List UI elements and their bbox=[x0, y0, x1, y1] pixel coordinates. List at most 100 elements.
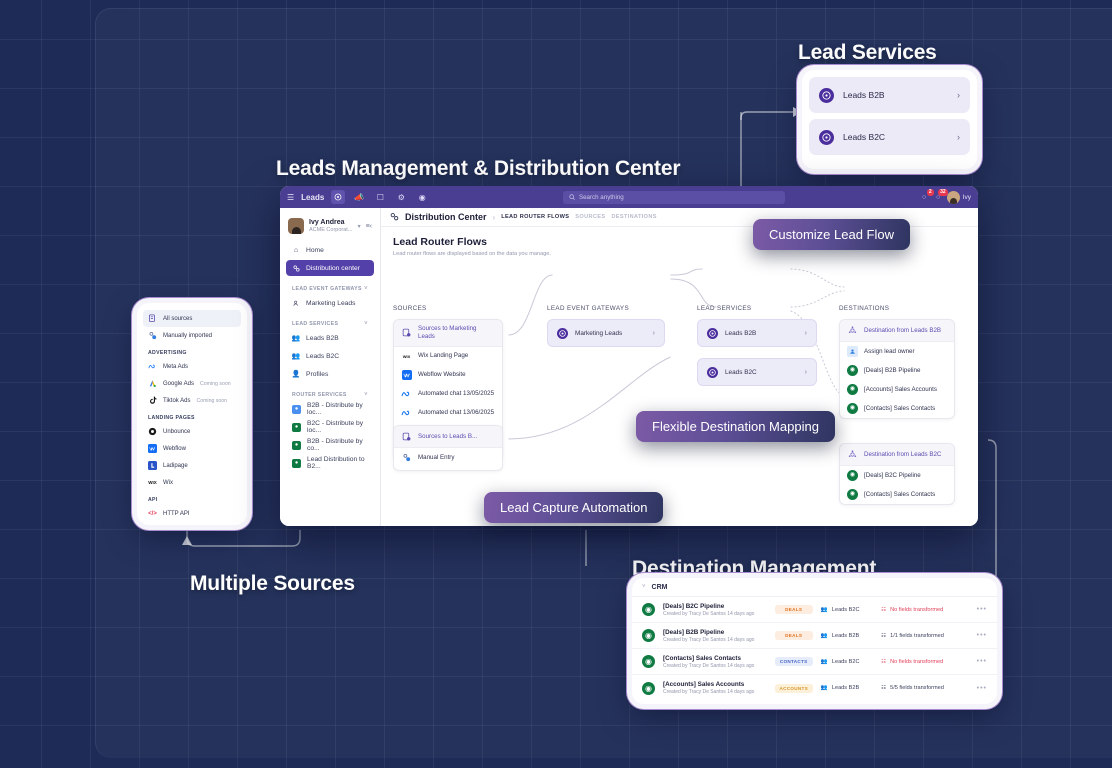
help-icon[interactable]: ◉ bbox=[418, 192, 426, 202]
source-item-ladipage[interactable]: Ladipage bbox=[143, 457, 241, 474]
sidebar-group-title: LEAD SERVICES bbox=[292, 321, 339, 327]
source-card-row[interactable]: Automated chat 13/05/2025 bbox=[394, 385, 502, 404]
lead-service-item-b2c[interactable]: Leads B2C › bbox=[809, 119, 970, 155]
sidebar-item-distribution-center[interactable]: Distribution center bbox=[286, 260, 374, 276]
breadcrumb-root[interactable]: Distribution Center bbox=[405, 212, 487, 222]
sidebar-item-marketing-leads[interactable]: Marketing Leads bbox=[286, 295, 374, 311]
destination-card-row[interactable]: ◉ [Contacts] Sales Contacts bbox=[840, 399, 954, 418]
sidebar-item-label: Distribution center bbox=[306, 264, 360, 272]
source-item-http-api[interactable]: </> HTTP API bbox=[143, 505, 241, 522]
sidebar-item-router-3[interactable]: ● B2B - Distribute by co... bbox=[286, 437, 374, 453]
crm-row-meta: Created by Tracy De Santos 14 days ago bbox=[663, 689, 755, 695]
tab-destinations[interactable]: DESTINATIONS bbox=[611, 214, 657, 220]
people-icon: 👥 bbox=[820, 685, 828, 691]
sidebar-item-router-2[interactable]: ● B2C - Distribute by loc... bbox=[286, 419, 374, 435]
chevron-right-icon[interactable]: › bbox=[957, 90, 960, 100]
router-green-icon: ● bbox=[292, 458, 301, 468]
chevron-right-icon[interactable]: › bbox=[652, 329, 655, 337]
chevron-right-icon[interactable]: › bbox=[804, 368, 807, 376]
destination-card-header: Destination from Leads B2C bbox=[840, 444, 954, 466]
sidebar-item-router-4[interactable]: ● Lead Distribution to B2... bbox=[286, 455, 374, 471]
chevron-down-icon[interactable]: ▾ bbox=[357, 223, 361, 230]
hamburger-icon[interactable]: ☰ bbox=[287, 192, 295, 202]
people-icon: 👥 bbox=[291, 353, 301, 360]
app-brand: Leads bbox=[301, 192, 325, 202]
sidebar-item-router-1[interactable]: ● B2B - Distribute by loc... bbox=[286, 401, 374, 417]
row-menu-icon[interactable]: ••• bbox=[976, 632, 987, 639]
gateway-node-label: Marketing Leads bbox=[575, 329, 623, 337]
search-input[interactable]: Search anything bbox=[562, 190, 785, 204]
source-row-label: All sources bbox=[163, 315, 193, 322]
all-sources-icon bbox=[148, 314, 157, 323]
sidebar-group-router-services[interactable]: ROUTER SERVICES ˅ bbox=[286, 384, 374, 401]
source-card-row[interactable]: Automated chat 13/06/2025 bbox=[394, 404, 502, 423]
destination-card-row[interactable]: ◉ [Deals] B2C Pipeline bbox=[840, 466, 954, 485]
source-item-wix[interactable]: WIX Wix bbox=[143, 474, 241, 491]
megaphone-icon[interactable]: 📣 bbox=[354, 192, 365, 202]
row-menu-icon[interactable]: ••• bbox=[976, 684, 987, 692]
row-menu-icon[interactable]: ••• bbox=[976, 606, 987, 613]
sidebar-item-leads-b2c[interactable]: 👥 Leads B2C bbox=[286, 348, 374, 364]
chevron-right-icon[interactable]: › bbox=[804, 329, 807, 337]
sidebar-item-home[interactable]: ⌂ Home bbox=[286, 242, 374, 258]
source-item-meta-ads[interactable]: Meta Ads bbox=[143, 358, 241, 375]
destination-card-row[interactable]: ◉ [Accounts] Sales Accounts bbox=[840, 380, 954, 399]
inbox-icon[interactable]: ☐ bbox=[376, 192, 384, 202]
service-node-leads-b2b[interactable]: Leads B2B › bbox=[697, 319, 817, 347]
notification-badge-1[interactable]: ○2 bbox=[922, 188, 934, 201]
background-panel bbox=[95, 8, 1112, 758]
tab-lead-router-flows[interactable]: LEAD ROUTER FLOWS bbox=[501, 214, 570, 220]
page-subtitle: Lead router flows are displayed based on… bbox=[393, 251, 551, 257]
collapse-icon[interactable]: ≡‹ bbox=[365, 222, 372, 230]
sidebar-item-profiles[interactable]: 👤 Profiles bbox=[286, 366, 374, 382]
source-item-google-ads[interactable]: Google Ads Coming soon bbox=[143, 375, 241, 392]
destination-card-b2c[interactable]: Destination from Leads B2C ◉ [Deals] B2C… bbox=[839, 443, 955, 505]
source-item-webflow[interactable]: Webflow bbox=[143, 440, 241, 457]
destination-card-b2b[interactable]: Destination from Leads B2B Assign lead o… bbox=[839, 319, 955, 419]
row-menu-icon[interactable]: ••• bbox=[976, 658, 987, 665]
sidebar-group-lead-services[interactable]: LEAD SERVICES ˅ bbox=[286, 313, 374, 330]
chevron-right-icon[interactable]: › bbox=[957, 132, 960, 142]
tab-sources[interactable]: SOURCES bbox=[575, 214, 606, 220]
unbounce-icon bbox=[148, 427, 157, 436]
destination-card-row[interactable]: Assign lead owner bbox=[840, 342, 954, 361]
chevron-down-icon[interactable]: ˅ bbox=[364, 321, 368, 327]
crm-header[interactable]: ˅ CRM bbox=[632, 578, 997, 597]
chevron-down-icon[interactable]: ˅ bbox=[364, 286, 368, 292]
column-header-destinations: DESTINATIONS bbox=[839, 305, 890, 312]
source-group-title-landing-pages: LANDING PAGES bbox=[148, 415, 195, 421]
sidebar-item-label: Leads B2C bbox=[306, 352, 340, 360]
destination-card-row[interactable]: ◉ [Contacts] Sales Contacts bbox=[840, 485, 954, 504]
table-row[interactable]: ◉ [Contacts] Sales Contacts Created by T… bbox=[632, 649, 997, 675]
flow-canvas: Lead Router Flows Lead router flows are … bbox=[381, 227, 978, 526]
source-item-tiktok-ads[interactable]: Tiktok Ads Coming soon bbox=[143, 392, 241, 409]
table-row[interactable]: ◉ [Deals] B2B Pipeline Created by Tracy … bbox=[632, 623, 997, 649]
notification-badge-2[interactable]: ○32 bbox=[936, 188, 948, 201]
grid-icon[interactable] bbox=[331, 190, 346, 204]
source-card-leads-b[interactable]: Sources to Leads B... Manual Entry bbox=[393, 425, 503, 471]
source-row-manually-imported[interactable]: Manually imported bbox=[143, 327, 241, 344]
source-card-row[interactable]: Webflow Website bbox=[394, 366, 502, 385]
source-item-unbounce[interactable]: Unbounce bbox=[143, 423, 241, 440]
destination-card-row[interactable]: ◉ [Deals] B2B Pipeline bbox=[840, 361, 954, 380]
source-card-row[interactable]: Manual Entry bbox=[394, 448, 502, 467]
service-node-leads-b2c[interactable]: Leads B2C › bbox=[697, 358, 817, 386]
lead-services-card: Leads B2B › Leads B2C › bbox=[802, 70, 977, 169]
chevron-down-icon[interactable]: ˅ bbox=[642, 584, 646, 590]
gear-icon[interactable]: ⚙ bbox=[397, 192, 405, 202]
source-card-row[interactable]: WIX Wix Landing Page bbox=[394, 347, 502, 366]
table-row[interactable]: ◉ [Deals] B2C Pipeline Created by Tracy … bbox=[632, 597, 997, 623]
avatar[interactable] bbox=[946, 190, 960, 204]
source-row-all-sources[interactable]: All sources bbox=[143, 310, 241, 327]
table-row[interactable]: ◉ [Accounts] Sales Accounts Created by T… bbox=[632, 675, 997, 701]
service-node-label: Leads B2B bbox=[725, 329, 757, 337]
lead-service-icon bbox=[707, 327, 718, 339]
gateway-node-marketing-leads[interactable]: Marketing Leads › bbox=[547, 319, 665, 347]
sidebar: Ivy Andrea ACME Corporat... ▾ ≡‹ ⌂ Home … bbox=[280, 208, 381, 526]
account-switcher[interactable]: Ivy Andrea ACME Corporat... ▾ ≡‹ bbox=[286, 214, 374, 242]
sidebar-item-leads-b2b[interactable]: 👥 Leads B2B bbox=[286, 330, 374, 346]
sidebar-group-lead-event-gateways[interactable]: LEAD EVENT GATEWAYS ˅ bbox=[286, 278, 374, 295]
chevron-down-icon[interactable]: ˅ bbox=[364, 392, 368, 398]
sidebar-item-label: B2C - Distribute by loc... bbox=[307, 420, 364, 434]
lead-service-item-b2b[interactable]: Leads B2B › bbox=[809, 77, 970, 113]
